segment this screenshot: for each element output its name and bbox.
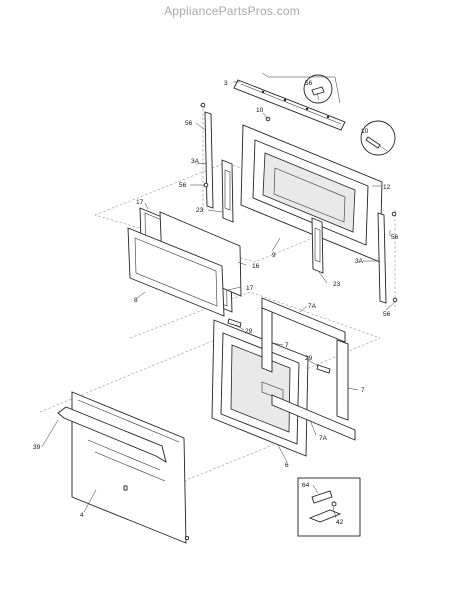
hinge-screw-inset <box>360 120 396 156</box>
callout-56-top: 56 <box>305 80 313 87</box>
callout-17-top: 17 <box>136 199 144 206</box>
outer-door-panel <box>57 391 190 544</box>
callout-labels: 3 56 10 10 56 3A 56 12 17 23 9 56 3A 16 … <box>33 80 399 526</box>
screw-detail-inset <box>303 74 333 104</box>
callout-10-circle: 10 <box>361 128 369 135</box>
callout-3A-left: 3A <box>191 158 200 165</box>
callout-17-bottom: 17 <box>246 285 254 292</box>
right-hinge-rail <box>311 212 387 304</box>
callout-7-right: 7 <box>361 387 365 394</box>
callout-56-right: 56 <box>391 234 399 241</box>
callout-6: 6 <box>285 462 289 469</box>
callout-23-right: 23 <box>333 281 341 288</box>
door-frame <box>211 319 309 457</box>
hardware-inset-box <box>297 477 361 537</box>
callout-16: 16 <box>252 263 260 270</box>
callout-56-left2: 56 <box>179 182 187 189</box>
leader-lines <box>41 72 396 519</box>
callout-7A-bottom: 7A <box>319 435 328 442</box>
callout-7-top: 7 <box>285 342 289 349</box>
callout-39: 39 <box>33 444 41 451</box>
watermark: AppliancePartsPros.com <box>164 4 300 18</box>
callout-3A-right: 3A <box>355 258 364 265</box>
callout-42: 42 <box>336 519 344 526</box>
callout-29-right: 29 <box>305 355 313 362</box>
callout-29-left: 29 <box>245 328 253 335</box>
callout-7A-top: 7A <box>308 303 317 310</box>
callout-12: 12 <box>383 184 391 191</box>
glass-panes <box>127 207 242 317</box>
callout-4: 4 <box>80 512 84 519</box>
screws <box>199 102 398 303</box>
clips <box>227 318 331 374</box>
callout-64: 64 <box>302 482 310 489</box>
inner-door-liner <box>240 124 383 263</box>
callout-56-left: 56 <box>185 120 193 127</box>
callout-56-bottom: 56 <box>383 311 391 318</box>
callout-3: 3 <box>224 80 228 87</box>
callout-23-left: 23 <box>196 207 204 214</box>
top-trim-panel <box>233 79 346 131</box>
callout-9: 9 <box>272 252 276 259</box>
left-hinge-rail <box>204 111 234 223</box>
insulation-strips <box>261 297 356 441</box>
callout-8: 8 <box>134 297 138 304</box>
callout-10-top: 10 <box>256 107 264 114</box>
